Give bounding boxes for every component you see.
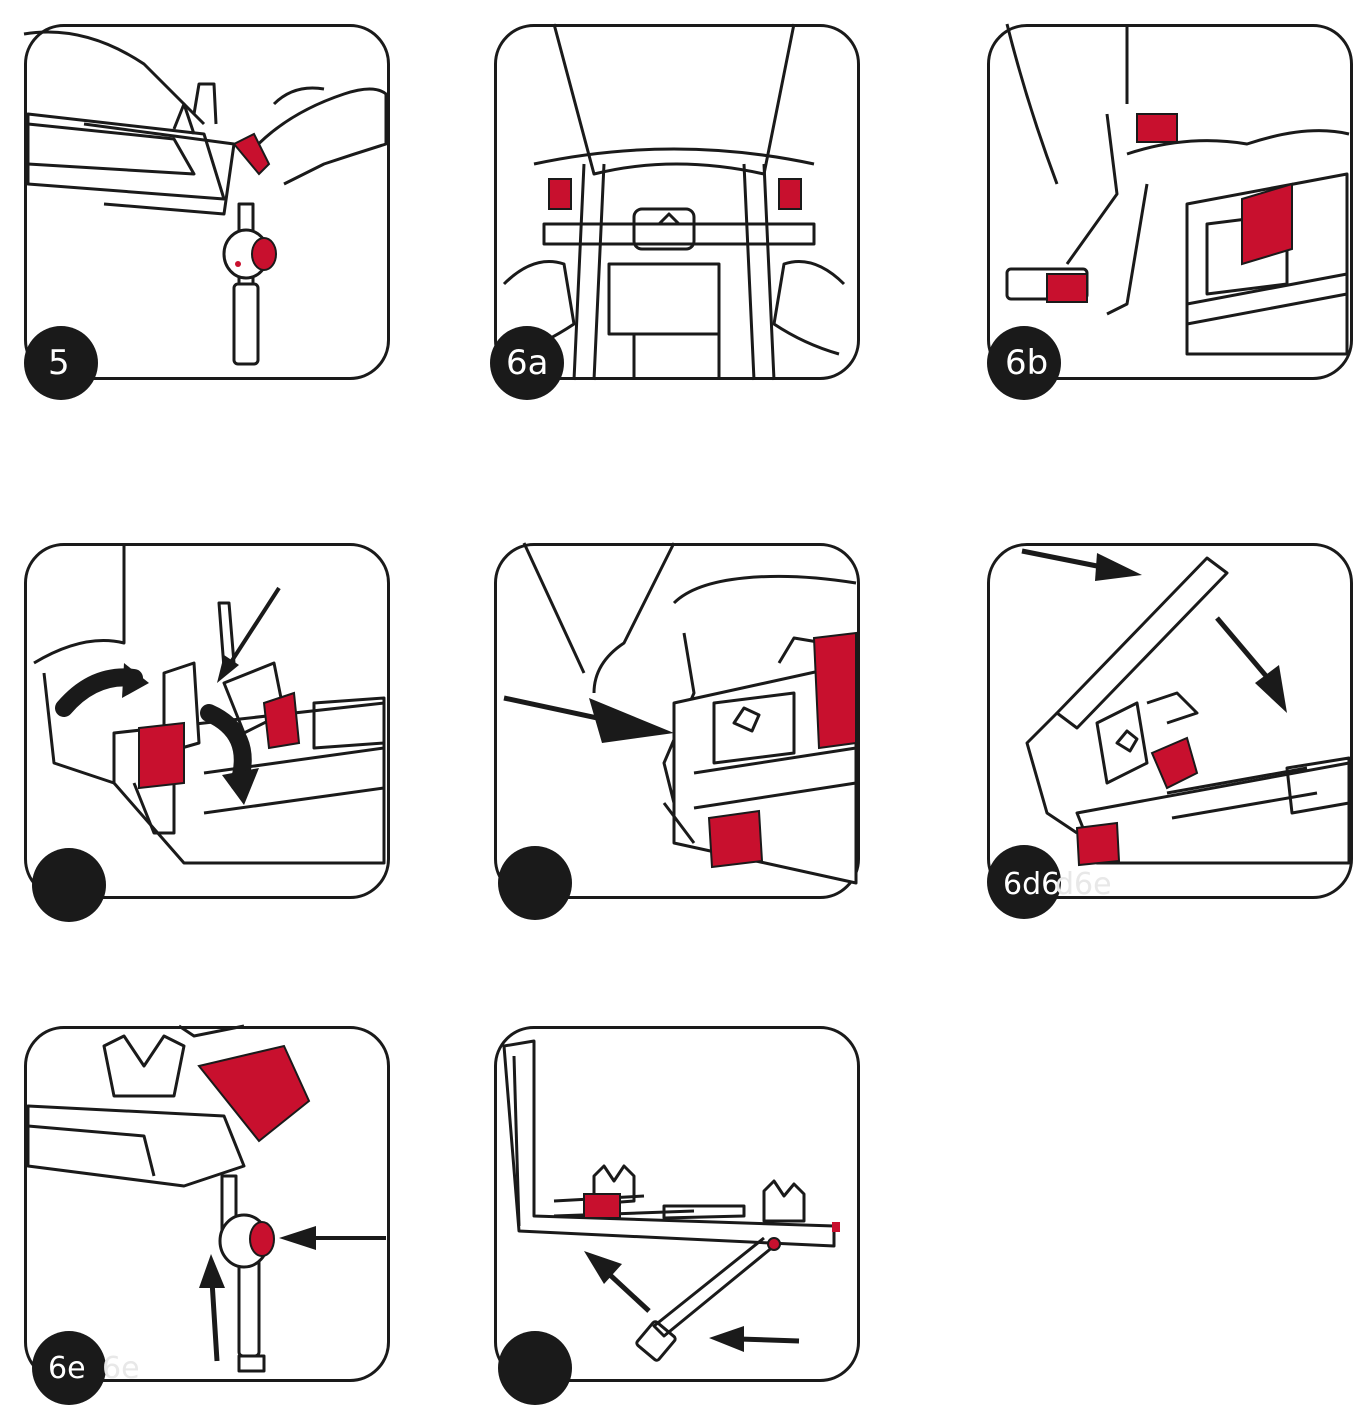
panel-frame xyxy=(494,1026,860,1382)
step-number-label: 6d6 xyxy=(1003,867,1061,902)
step-number-badge xyxy=(490,326,564,400)
step-number-badge xyxy=(987,326,1061,400)
step-number-label: 6e xyxy=(48,1351,86,1386)
illustration-isofix-connectors xyxy=(1005,23,1350,356)
step-number-label-overlap: d6e xyxy=(1055,867,1112,902)
step-panel-6d xyxy=(494,542,860,920)
step-number-label: 6b xyxy=(1005,343,1049,383)
step-panel-6c xyxy=(24,543,390,922)
step-panel-6e: 6e 6e xyxy=(24,1024,390,1405)
step-panel-6b: 6b xyxy=(987,23,1353,400)
step-number-label: 6a xyxy=(506,343,549,383)
step-number-badge xyxy=(987,845,1061,919)
step-number-badge xyxy=(32,1331,106,1405)
panel-frame xyxy=(24,1026,390,1382)
illustration-fold-connector xyxy=(33,543,386,865)
illustration-base-support-leg xyxy=(23,30,388,366)
illustration-lift-leg xyxy=(1021,548,1351,867)
illustration-insert-connector xyxy=(503,542,858,885)
step-number-badge xyxy=(24,326,98,400)
illustration-seat-release-handles xyxy=(502,23,846,381)
step-panel-6f xyxy=(494,1026,860,1405)
step-number-badge xyxy=(498,846,572,920)
step-number-badge xyxy=(32,848,106,922)
step-panel-5: 5 xyxy=(23,24,390,400)
step-panel-6d-b: 6d6 d6e xyxy=(987,543,1353,919)
illustration-adjust-leg xyxy=(26,1024,386,1373)
step-panel-6a: 6a xyxy=(490,23,860,400)
illustration-fold-leg xyxy=(502,1039,840,1362)
step-number-label-overlap: 6e xyxy=(102,1351,140,1386)
step-number-label: 5 xyxy=(48,343,70,383)
step-number-badge xyxy=(498,1331,572,1405)
